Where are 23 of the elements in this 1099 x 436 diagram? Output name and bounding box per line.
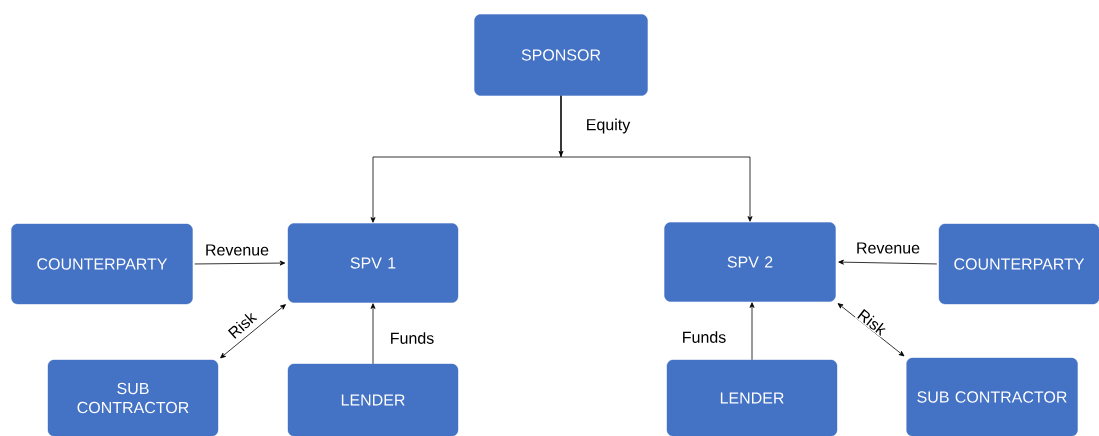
arrow (560, 95, 753, 222)
edge-label: Equity (584, 117, 632, 135)
arrow (838, 259, 938, 265)
edge-label: Risk (854, 306, 890, 338)
arrow (194, 260, 286, 266)
entity-box: COUNTERPARTY (11, 223, 193, 305)
arrow (837, 303, 905, 357)
entity-box: SPV 2 (664, 222, 836, 302)
entity-box: LENDER (287, 363, 459, 436)
edge-label: Risk (225, 308, 259, 342)
edge-label: Revenue (204, 243, 271, 257)
edge-label: Revenue (855, 241, 922, 255)
entity-box: COUNTERPARTY (938, 223, 1099, 305)
entity-box: SUB CONTRACTOR (906, 357, 1078, 436)
entity-box: SPONSOR (474, 14, 648, 96)
edge-label: Funds (388, 331, 436, 345)
arrow (370, 303, 376, 365)
entity-box: SPV 1 (287, 223, 459, 303)
arrow (220, 304, 286, 359)
arrow (749, 302, 755, 361)
entity-box: SUB CONTRACTOR (47, 359, 219, 436)
entity-box: LENDER (666, 359, 838, 436)
edge-label: Funds (680, 330, 728, 344)
